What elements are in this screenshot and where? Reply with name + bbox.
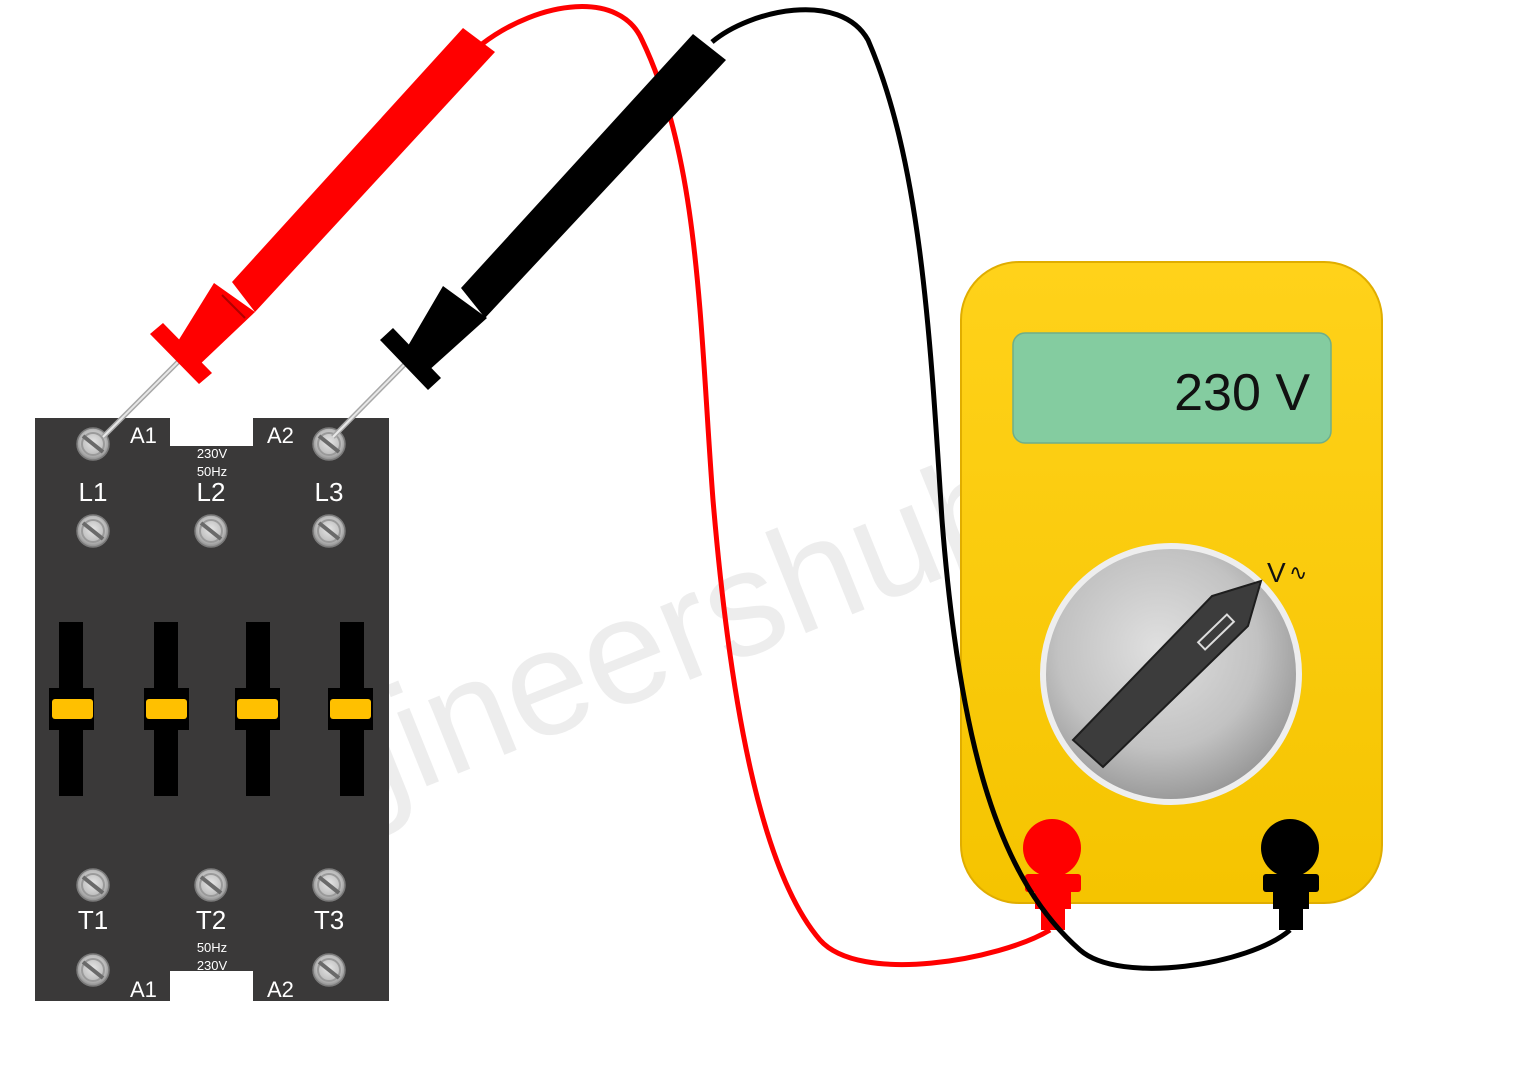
rating-frequency-top: 50Hz bbox=[197, 464, 227, 479]
black-input-jack[interactable] bbox=[1261, 819, 1319, 930]
rating-voltage-top: 230V bbox=[197, 446, 228, 461]
label-t3: T3 bbox=[314, 905, 344, 935]
contactor: A1 A2 230V 50Hz L1 L2 L3 bbox=[35, 418, 389, 1002]
display-reading: 230 V bbox=[1174, 364, 1310, 422]
label-a2-top: A2 bbox=[267, 423, 294, 448]
label-t1: T1 bbox=[78, 905, 108, 935]
ac-wave-icon: ∿ bbox=[1289, 560, 1307, 585]
contactor-body bbox=[35, 418, 389, 1001]
label-l3: L3 bbox=[315, 477, 344, 507]
rating-frequency-bottom: 50Hz bbox=[197, 940, 227, 955]
terminal-l1[interactable] bbox=[75, 513, 111, 549]
pointer-marker bbox=[1196, 613, 1236, 651]
label-a1-top: A1 bbox=[130, 423, 157, 448]
contact-slider-2 bbox=[144, 622, 189, 796]
rating-voltage-bottom: 230V bbox=[197, 958, 228, 973]
selector-label-volts: V bbox=[1267, 557, 1286, 588]
red-input-jack[interactable] bbox=[1023, 819, 1081, 930]
label-l2: L2 bbox=[197, 477, 226, 507]
coil-terminal-a1-bottom[interactable] bbox=[75, 952, 111, 988]
multimeter-display bbox=[1012, 332, 1332, 444]
contact-slider-4 bbox=[328, 622, 373, 796]
black-test-probe[interactable] bbox=[331, 34, 726, 439]
label-a2-bottom: A2 bbox=[267, 977, 294, 1002]
red-test-probe[interactable] bbox=[101, 28, 495, 439]
multimeter: 230 V V ∿ bbox=[960, 261, 1383, 930]
label-a1-bottom: A1 bbox=[130, 977, 157, 1002]
contact-slider-1 bbox=[49, 622, 94, 796]
contact-slider-3 bbox=[235, 622, 280, 796]
black-probe-wire bbox=[710, 7, 1292, 971]
label-l1: L1 bbox=[79, 477, 108, 507]
terminal-l3[interactable] bbox=[311, 513, 347, 549]
label-t2: T2 bbox=[196, 905, 226, 935]
terminal-t2[interactable] bbox=[193, 867, 229, 903]
coil-terminal-a2-bottom[interactable] bbox=[311, 952, 347, 988]
terminal-l2[interactable] bbox=[193, 513, 229, 549]
terminal-t3[interactable] bbox=[311, 867, 347, 903]
terminal-t1[interactable] bbox=[75, 867, 111, 903]
red-probe-wire bbox=[480, 4, 1052, 968]
